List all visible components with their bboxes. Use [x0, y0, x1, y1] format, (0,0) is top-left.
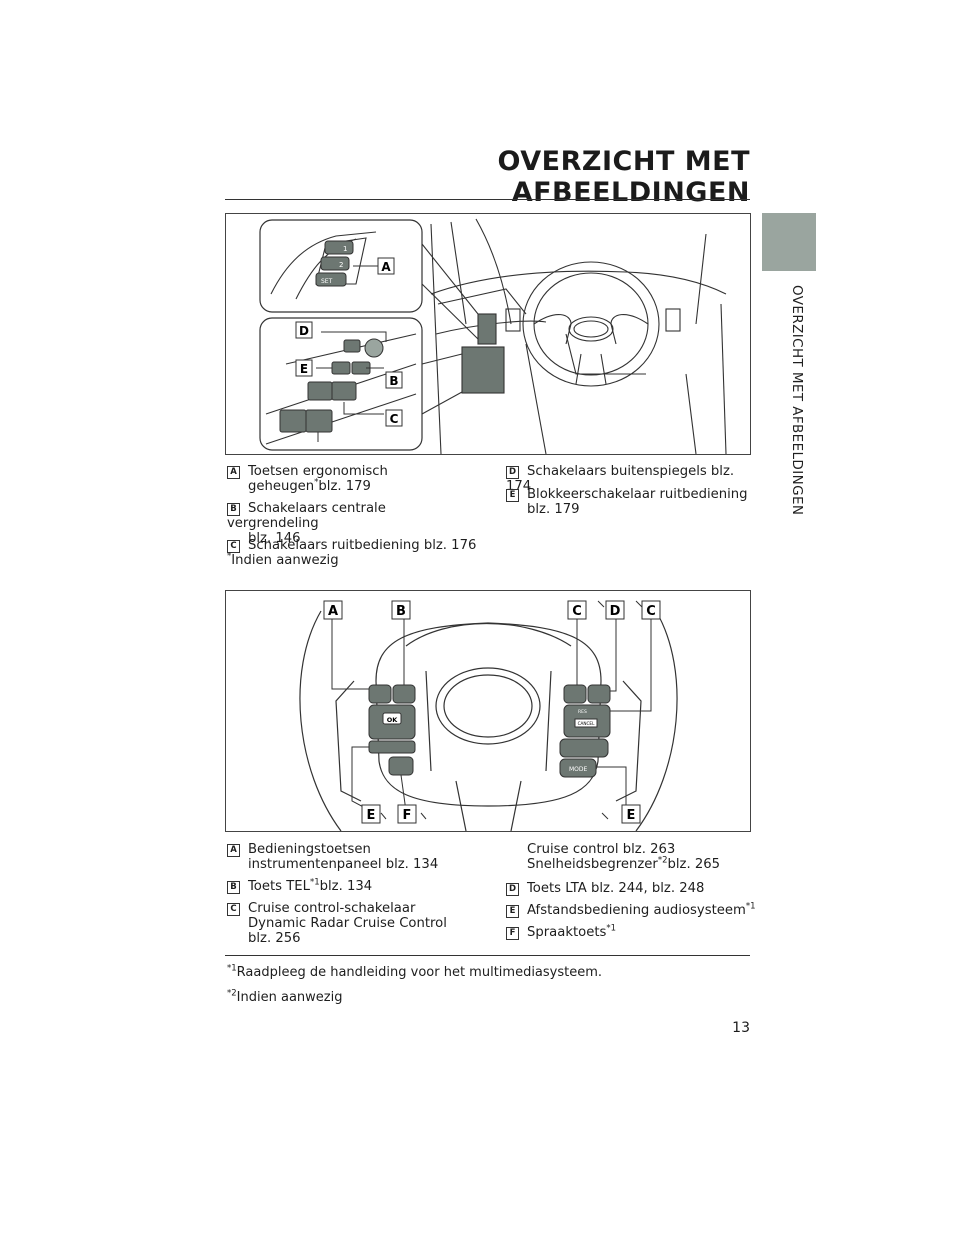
letter-box: F: [506, 927, 519, 940]
footnote-1: *1Raadpleeg de handleiding voor het mult…: [227, 963, 603, 980]
figure-steering-wheel: OK RES CANCEL MODE A B C D C E: [225, 590, 751, 832]
letter-box: B: [227, 881, 240, 894]
footnote-2: *2Indien aanwezig: [227, 988, 343, 1005]
figure-interior-door: 1 2 SET A D E B C: [225, 213, 751, 455]
letter-box: E: [506, 905, 519, 918]
page-number: 13: [732, 1020, 750, 1036]
callout-C: C: [390, 412, 399, 426]
callout-A: A: [381, 260, 391, 274]
letter-box: A: [227, 466, 240, 479]
letter-box: E: [506, 489, 519, 502]
callout-B: B: [396, 604, 406, 619]
callout-F: F: [403, 808, 412, 823]
callout-E: E: [367, 808, 376, 823]
header-rule: [225, 199, 750, 200]
callout-C-2: C: [646, 604, 656, 619]
callout-B: B: [389, 374, 398, 388]
section-tab-label: OVERZICHT MET AFBEELDINGEN: [789, 285, 805, 516]
section-tab: [762, 213, 816, 271]
list1-footnote: *Indien aanwezig: [227, 551, 339, 568]
letter-box: C: [227, 540, 240, 553]
mode-text: MODE: [569, 766, 588, 773]
letter-box: C: [227, 903, 240, 916]
ok-button-text: OK: [387, 716, 399, 724]
letter-box: D: [506, 883, 519, 896]
letter-box: D: [506, 466, 519, 479]
memory-set-text: SET: [321, 278, 333, 285]
callout-D: D: [299, 324, 309, 338]
letter-box: B: [227, 503, 240, 516]
callout-E-2: E: [627, 808, 636, 823]
memory-button-1-text: 1: [343, 245, 347, 253]
memory-button-2-text: 2: [339, 261, 343, 269]
footnote-rule: [225, 955, 750, 956]
callout-D: D: [610, 604, 621, 619]
cancel-text: CANCEL: [578, 721, 595, 726]
callout-E: E: [300, 362, 308, 376]
callout-C: C: [572, 604, 582, 619]
letter-box: A: [227, 844, 240, 857]
callout-A: A: [328, 604, 338, 619]
list2-item-C-continued: Cruise control blz. 263 Snelheidsbegrenz…: [527, 842, 720, 872]
page-title: OVERZICHT MET AFBEELDINGEN: [497, 146, 750, 208]
res-text: RES: [578, 709, 587, 715]
